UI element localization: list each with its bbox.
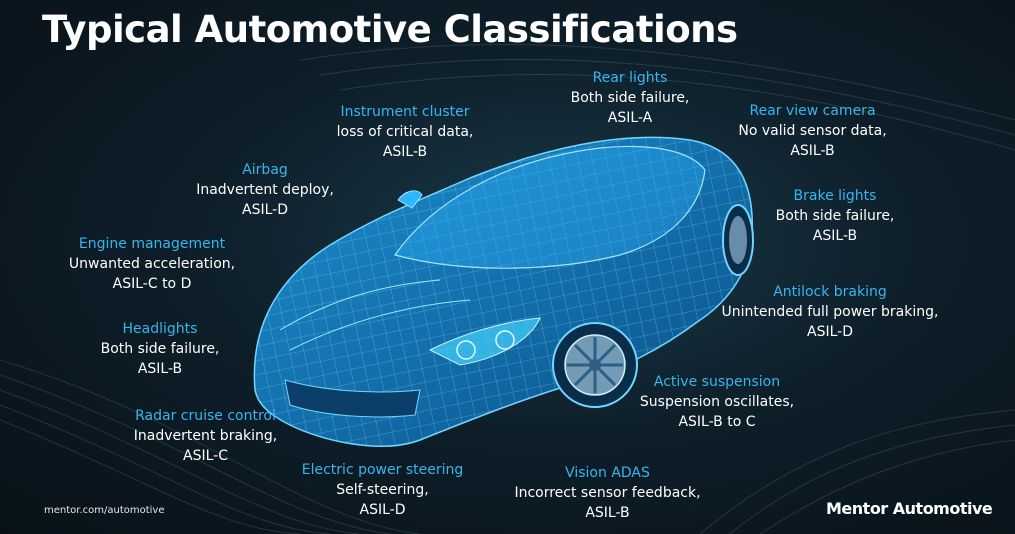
label-detail: Suspension oscillates, [639,394,795,410]
label-asil: ASIL-D [242,202,288,218]
label-heading: Rear lights [592,70,668,86]
label-detail: Unintended full power braking, [721,304,939,320]
label-heading: Vision ADAS [565,465,650,481]
label-asil: ASIL-B [812,228,858,244]
label-detail: Both side failure, [570,90,690,106]
label-detail: Inadvertent braking, [133,428,278,444]
label-vision-adas: Vision ADAS Incorrect sensor feedback, A… [505,463,710,523]
label-rear-lights: Rear lights Both side failure, ASIL-A [560,68,700,128]
label-electric-power-steering: Electric power steering Self-steering, A… [285,460,480,520]
label-detail: Self-steering, [336,482,429,498]
label-active-suspension: Active suspension Suspension oscillates,… [632,372,802,432]
label-asil: ASIL-C to D [112,276,192,292]
label-detail: Inadvertent deploy, [196,182,334,198]
label-detail: loss of critical data, [336,124,474,140]
label-brake-lights: Brake lights Both side failure, ASIL-B [765,186,905,246]
label-asil: ASIL-A [607,110,653,126]
footer-url: mentor.com/automotive [44,505,165,516]
label-instrument-cluster: Instrument cluster loss of critical data… [325,102,485,162]
label-heading: Rear view camera [749,103,876,119]
label-asil: ASIL-B [585,505,630,521]
label-detail: Both side failure, [775,208,895,224]
label-asil: ASIL-B to C [678,414,756,430]
label-airbag: Airbag Inadvertent deploy, ASIL-D [190,160,340,220]
label-asil: ASIL-B [137,361,183,377]
page-title: Typical Automotive Classifications [42,8,738,51]
label-detail: Both side failure, [100,341,220,357]
label-asil: ASIL-D [807,324,853,340]
label-detail: No valid sensor data, [738,123,887,139]
label-headlights: Headlights Both side failure, ASIL-B [90,319,230,379]
label-asil: ASIL-D [359,502,406,518]
label-detail: Incorrect sensor feedback, [514,485,701,501]
label-radar-cruise-control: Radar cruise control Inadvertent braking… [118,406,293,466]
label-heading: Engine management [78,236,226,252]
label-heading: Brake lights [793,188,877,204]
label-engine-management: Engine management Unwanted acceleration,… [62,234,242,294]
brand-logo: Mentor Automotive [826,499,993,518]
label-heading: Airbag [242,162,288,178]
label-heading: Electric power steering [301,462,464,478]
label-rear-view-camera: Rear view camera No valid sensor data, A… [730,101,895,161]
label-asil: ASIL-C [183,448,228,464]
label-heading: Instrument cluster [340,104,470,120]
label-heading: Antilock braking [773,284,887,300]
label-asil: ASIL-B [382,144,428,160]
label-antilock-braking: Antilock braking Unintended full power b… [715,282,945,342]
label-asil: ASIL-B [790,143,835,159]
label-heading: Active suspension [653,374,781,390]
label-heading: Headlights [122,321,198,337]
label-heading: Radar cruise control [135,408,276,424]
label-detail: Unwanted acceleration, [68,256,236,272]
